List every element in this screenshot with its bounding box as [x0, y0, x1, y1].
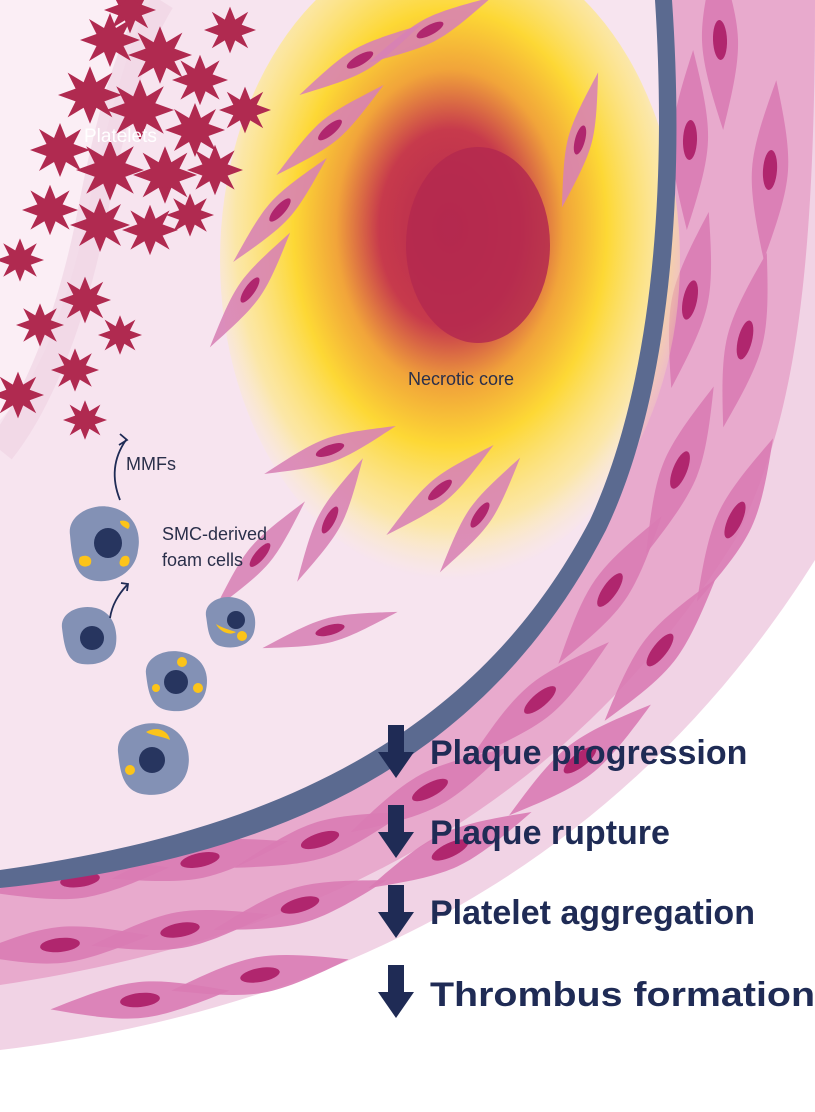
outcome-item: Plaque progression	[378, 725, 747, 778]
foam-cells-label-line2: foam cells	[162, 550, 243, 570]
curved-arrow-icon	[120, 582, 130, 592]
outcome-label: Plaque progression	[430, 734, 747, 772]
outcome-item: Thrombus formation	[378, 965, 815, 1018]
down-arrow-icon	[378, 725, 414, 778]
curved-arrow-icon	[109, 584, 128, 619]
curved-arrow-icon	[113, 439, 127, 501]
outcome-label: Plaque rupture	[430, 814, 670, 852]
outcome-label: Platelet aggregation	[430, 894, 755, 932]
foam-cell	[117, 723, 189, 795]
necrotic-core-center	[406, 147, 550, 343]
monocyte-cell	[61, 606, 117, 665]
foam-cell	[205, 596, 256, 648]
foam-cell	[145, 651, 207, 712]
outcome-item: Platelet aggregation	[378, 885, 755, 938]
internal-elastic-lamina	[0, 0, 677, 888]
down-arrow-icon	[378, 885, 414, 938]
outcome-label: Thrombus formation	[430, 976, 815, 1014]
down-arrow-icon	[378, 965, 414, 1018]
mmfs-label: MMFs	[126, 454, 176, 474]
down-arrow-icon	[378, 805, 414, 858]
curved-arrow-icon	[118, 433, 129, 446]
outcome-item: Plaque rupture	[378, 805, 670, 858]
platelets-label: Platelets	[84, 126, 157, 147]
foam-cell-main	[69, 506, 139, 582]
foam-cells-label-line1: SMC-derived	[162, 524, 267, 544]
necrotic-core-label: Necrotic core	[408, 369, 514, 389]
